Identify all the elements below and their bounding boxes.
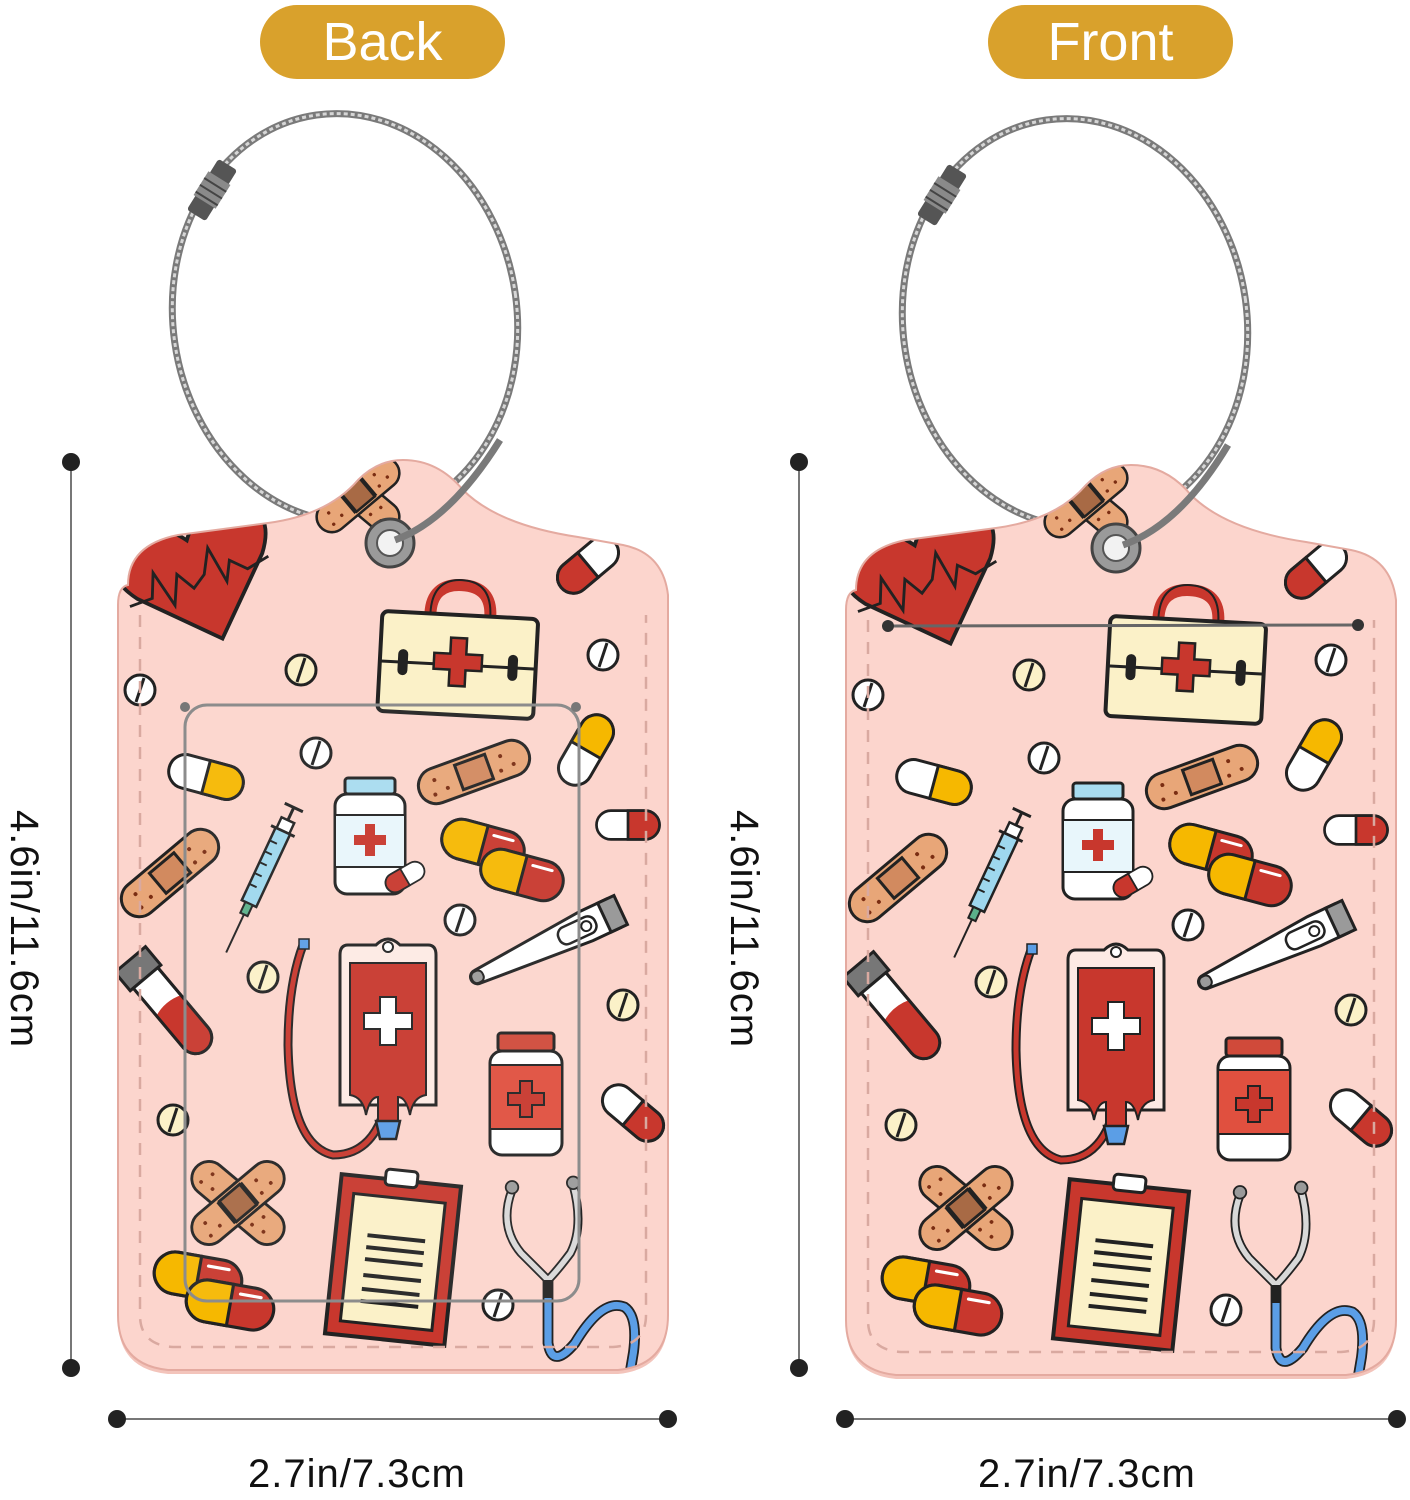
back-label-text: Back [322, 12, 443, 72]
front-card-slot [887, 623, 1359, 628]
front-screw-lock-icon [917, 164, 967, 226]
front-wire-loop [898, 115, 1252, 531]
back-id-window [183, 703, 581, 1303]
front-tag [845, 115, 1397, 1379]
front-height-dimension-line [790, 453, 808, 1377]
front-width-label: 2.7in/7.3cm [978, 1452, 1196, 1496]
front-height-label: 4.6in/11.6cm [722, 810, 766, 1049]
back-label: Back [260, 5, 505, 79]
back-tag [117, 110, 669, 1374]
front-label: Front [988, 5, 1233, 79]
back-height-label: 4.6in/11.6cm [2, 810, 46, 1049]
front-label-text: Front [1047, 12, 1174, 72]
back-width-label: 2.7in/7.3cm [248, 1452, 466, 1496]
back-width-dimension-line [108, 1410, 677, 1428]
back-screw-lock-icon [187, 159, 237, 221]
back-wire-loop [168, 110, 522, 526]
front-width-dimension-line [836, 1410, 1406, 1428]
back-height-dimension-line [62, 453, 80, 1377]
